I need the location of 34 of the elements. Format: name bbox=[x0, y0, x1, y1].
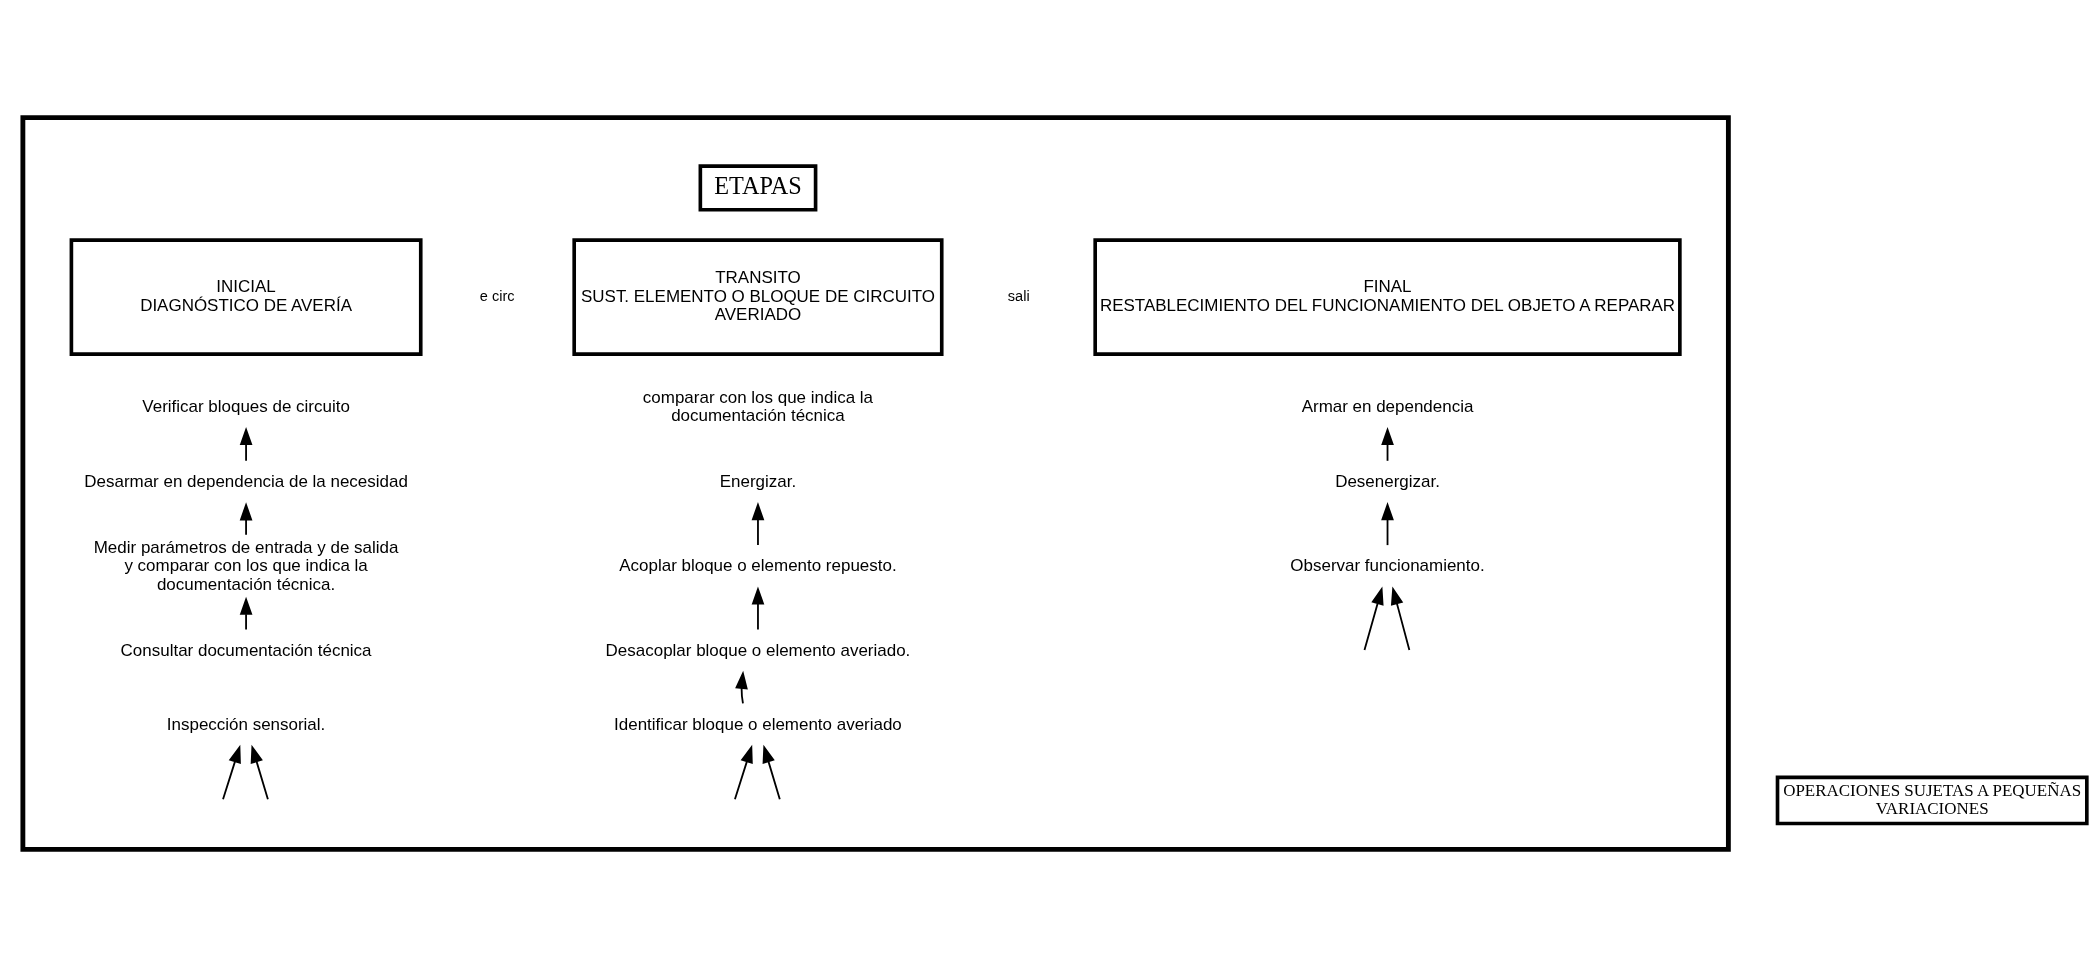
node-text: Inspección sensorial. bbox=[166, 714, 326, 734]
node-text: Consultar documentación técnica bbox=[120, 640, 372, 660]
node-box: INICIAL DIAGNÓSTICO DE AVERÍA bbox=[69, 238, 423, 356]
node-text: Verificar bloques de circuito bbox=[142, 396, 350, 416]
label: e circ bbox=[479, 287, 515, 304]
arrow bbox=[239, 426, 253, 462]
arrow bbox=[751, 502, 765, 546]
node-text: Desacoplar bloque o elemento averiado. bbox=[605, 640, 911, 660]
cluster bbox=[20, 115, 1731, 852]
node-text: Observar funcionamiento. bbox=[1290, 556, 1485, 576]
node-text: Acoplar bloque o elemento repuesto. bbox=[619, 556, 897, 576]
node-text: Desenergizar. bbox=[1335, 472, 1440, 492]
node-box: ETAPAS bbox=[698, 164, 818, 212]
node-text: comparar con los que indica la documentación técnica bbox=[642, 387, 874, 426]
node-box: TRANSITO SUST. ELEMENTO O BLOQUE DE CIRCUITO AVERIADO bbox=[572, 238, 944, 356]
arrow bbox=[751, 586, 765, 631]
node-box: FINAL RESTABLECIMIENTO DEL FUNCIONAMIENTO DEL OBJETO A REPARAR bbox=[1093, 238, 1682, 356]
node-text: Armar en dependencia bbox=[1301, 396, 1474, 416]
arrow bbox=[735, 670, 748, 705]
arrow bbox=[762, 744, 781, 801]
label: sali bbox=[1007, 287, 1030, 304]
arrow bbox=[250, 744, 269, 801]
arrow bbox=[239, 596, 253, 631]
node-text: Desarmar en dependencia de la necesidad bbox=[84, 472, 408, 492]
arrow bbox=[1363, 586, 1384, 651]
arrow bbox=[222, 744, 241, 801]
node-text: Energizar. bbox=[719, 472, 797, 492]
arrow bbox=[1390, 586, 1411, 651]
arrow bbox=[239, 502, 253, 536]
node-text: Medir parámetros de entrada y de salida y comparar con los que indica la documentación técnica. bbox=[93, 538, 399, 594]
node-text: Identificar bloque o elemento averiado bbox=[614, 714, 902, 734]
node-box: OPERACIONES SUJETAS A PEQUEÑAS VARIACIONES bbox=[1775, 775, 2089, 826]
arrow bbox=[1381, 502, 1394, 546]
arrow bbox=[734, 744, 753, 801]
